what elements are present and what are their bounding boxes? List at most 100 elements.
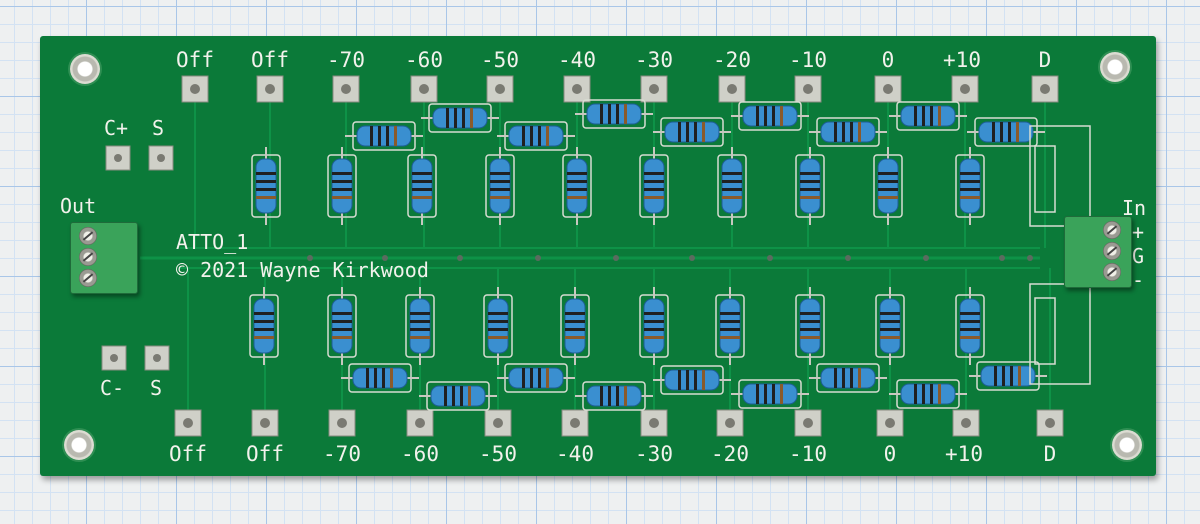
resistor-band xyxy=(567,172,587,175)
resistor-band xyxy=(960,196,980,199)
pad-hole-bottom-8 xyxy=(803,418,813,428)
aux-pad-hole-2 xyxy=(110,354,118,362)
resistor-band xyxy=(842,368,845,388)
resistor-band xyxy=(382,368,385,388)
resistor-band xyxy=(256,172,276,175)
resistor-top-horizontal-0 xyxy=(345,121,423,151)
resistor-band xyxy=(720,328,740,331)
resistor-band xyxy=(256,196,276,199)
resistor-bottom-horizontal-4 xyxy=(653,365,731,395)
mounting-hole-top-left xyxy=(70,54,100,84)
resistor-band xyxy=(842,122,845,142)
resistor-top-horizontal-7 xyxy=(889,101,967,131)
pad-hole-bottom-9 xyxy=(885,418,895,428)
label-top-minus20: -20 xyxy=(713,48,751,72)
label-c-minus: C- xyxy=(100,376,125,400)
resistor-band xyxy=(858,368,861,388)
pad-hole-bottom-0 xyxy=(183,418,193,428)
resistor-band xyxy=(800,320,820,323)
resistor-band xyxy=(624,386,627,406)
pad-hole-bottom-6 xyxy=(649,418,659,428)
resistor-band xyxy=(254,312,274,315)
resistor-band xyxy=(567,188,587,191)
resistor-band xyxy=(720,336,740,339)
label-top-minus60: -60 xyxy=(405,48,443,72)
resistor-band xyxy=(960,336,980,339)
resistor-band xyxy=(412,196,432,199)
resistor-band xyxy=(565,328,585,331)
resistor-bottom-vertical-7 xyxy=(795,287,825,365)
board-traces-and-components xyxy=(101,75,1091,437)
resistor-band xyxy=(960,312,980,315)
resistor-body xyxy=(508,125,564,147)
resistor-band xyxy=(366,368,369,388)
label-c-plus: C+ xyxy=(104,116,129,140)
resistor-band xyxy=(412,172,432,175)
resistor-band xyxy=(600,104,603,124)
label-out: Out xyxy=(60,194,97,218)
resistor-top-vertical-8 xyxy=(873,147,903,225)
resistor-band xyxy=(914,384,917,404)
resistor-band xyxy=(992,122,995,142)
resistor-band xyxy=(446,108,449,128)
resistor-body xyxy=(352,367,408,389)
resistor-body xyxy=(900,105,956,127)
pad-hole-top-5 xyxy=(572,84,582,94)
resistor-band xyxy=(522,126,525,146)
resistor-bottom-vertical-1 xyxy=(327,287,357,365)
resistor-band xyxy=(914,106,917,126)
resistor-band xyxy=(834,122,837,142)
resistor-band xyxy=(858,122,861,142)
resistor-top-vertical-6 xyxy=(717,147,747,225)
right-bottom-component-outline xyxy=(1029,283,1091,385)
resistor-body xyxy=(900,383,956,405)
screw-icon xyxy=(79,227,97,245)
pad-hole-top-10 xyxy=(960,84,970,94)
resistor-band xyxy=(538,126,541,146)
resistor-band xyxy=(256,188,276,191)
label-top-minus50: -50 xyxy=(481,48,519,72)
resistor-band xyxy=(546,126,549,146)
resistor-band xyxy=(850,122,853,142)
resistor-bottom-horizontal-1 xyxy=(419,381,497,411)
resistor-band xyxy=(332,336,352,339)
resistor-body xyxy=(586,385,642,407)
resistor-body xyxy=(566,158,588,214)
screw-icon xyxy=(1103,221,1121,239)
via-9 xyxy=(999,255,1005,261)
board-title: ATTO_1 xyxy=(176,230,249,254)
resistor-band xyxy=(800,188,820,191)
resistor-bottom-vertical-6 xyxy=(715,287,745,365)
via-1 xyxy=(382,255,388,261)
resistor-band xyxy=(488,336,508,339)
aux-pad-hole-0 xyxy=(114,154,122,162)
resistor-band xyxy=(332,328,352,331)
pad-hole-bottom-11 xyxy=(1045,418,1055,428)
resistor-bottom-horizontal-2 xyxy=(497,363,575,393)
resistor-band xyxy=(880,328,900,331)
pad-hole-bottom-4 xyxy=(493,418,503,428)
resistor-band xyxy=(772,106,775,126)
resistor-body xyxy=(719,298,741,354)
resistor-band xyxy=(644,312,664,315)
resistor-band xyxy=(938,106,941,126)
resistor-band xyxy=(850,368,853,388)
resistor-band xyxy=(722,196,742,199)
resistor-body xyxy=(411,158,433,214)
resistor-band xyxy=(454,108,457,128)
resistor-band xyxy=(390,368,393,388)
resistor-body xyxy=(331,298,353,354)
resistor-band xyxy=(608,386,611,406)
resistor-band xyxy=(800,328,820,331)
via-10 xyxy=(1027,255,1033,261)
via-6 xyxy=(767,255,773,261)
resistor-band xyxy=(644,188,664,191)
resistor-body xyxy=(564,298,586,354)
resistor-body xyxy=(877,158,899,214)
resistor-band xyxy=(780,106,783,126)
resistor-band xyxy=(254,328,274,331)
resistor-band xyxy=(994,366,997,386)
label-s-top: S xyxy=(152,116,165,140)
resistor-band xyxy=(538,368,541,388)
via-3 xyxy=(535,255,541,261)
